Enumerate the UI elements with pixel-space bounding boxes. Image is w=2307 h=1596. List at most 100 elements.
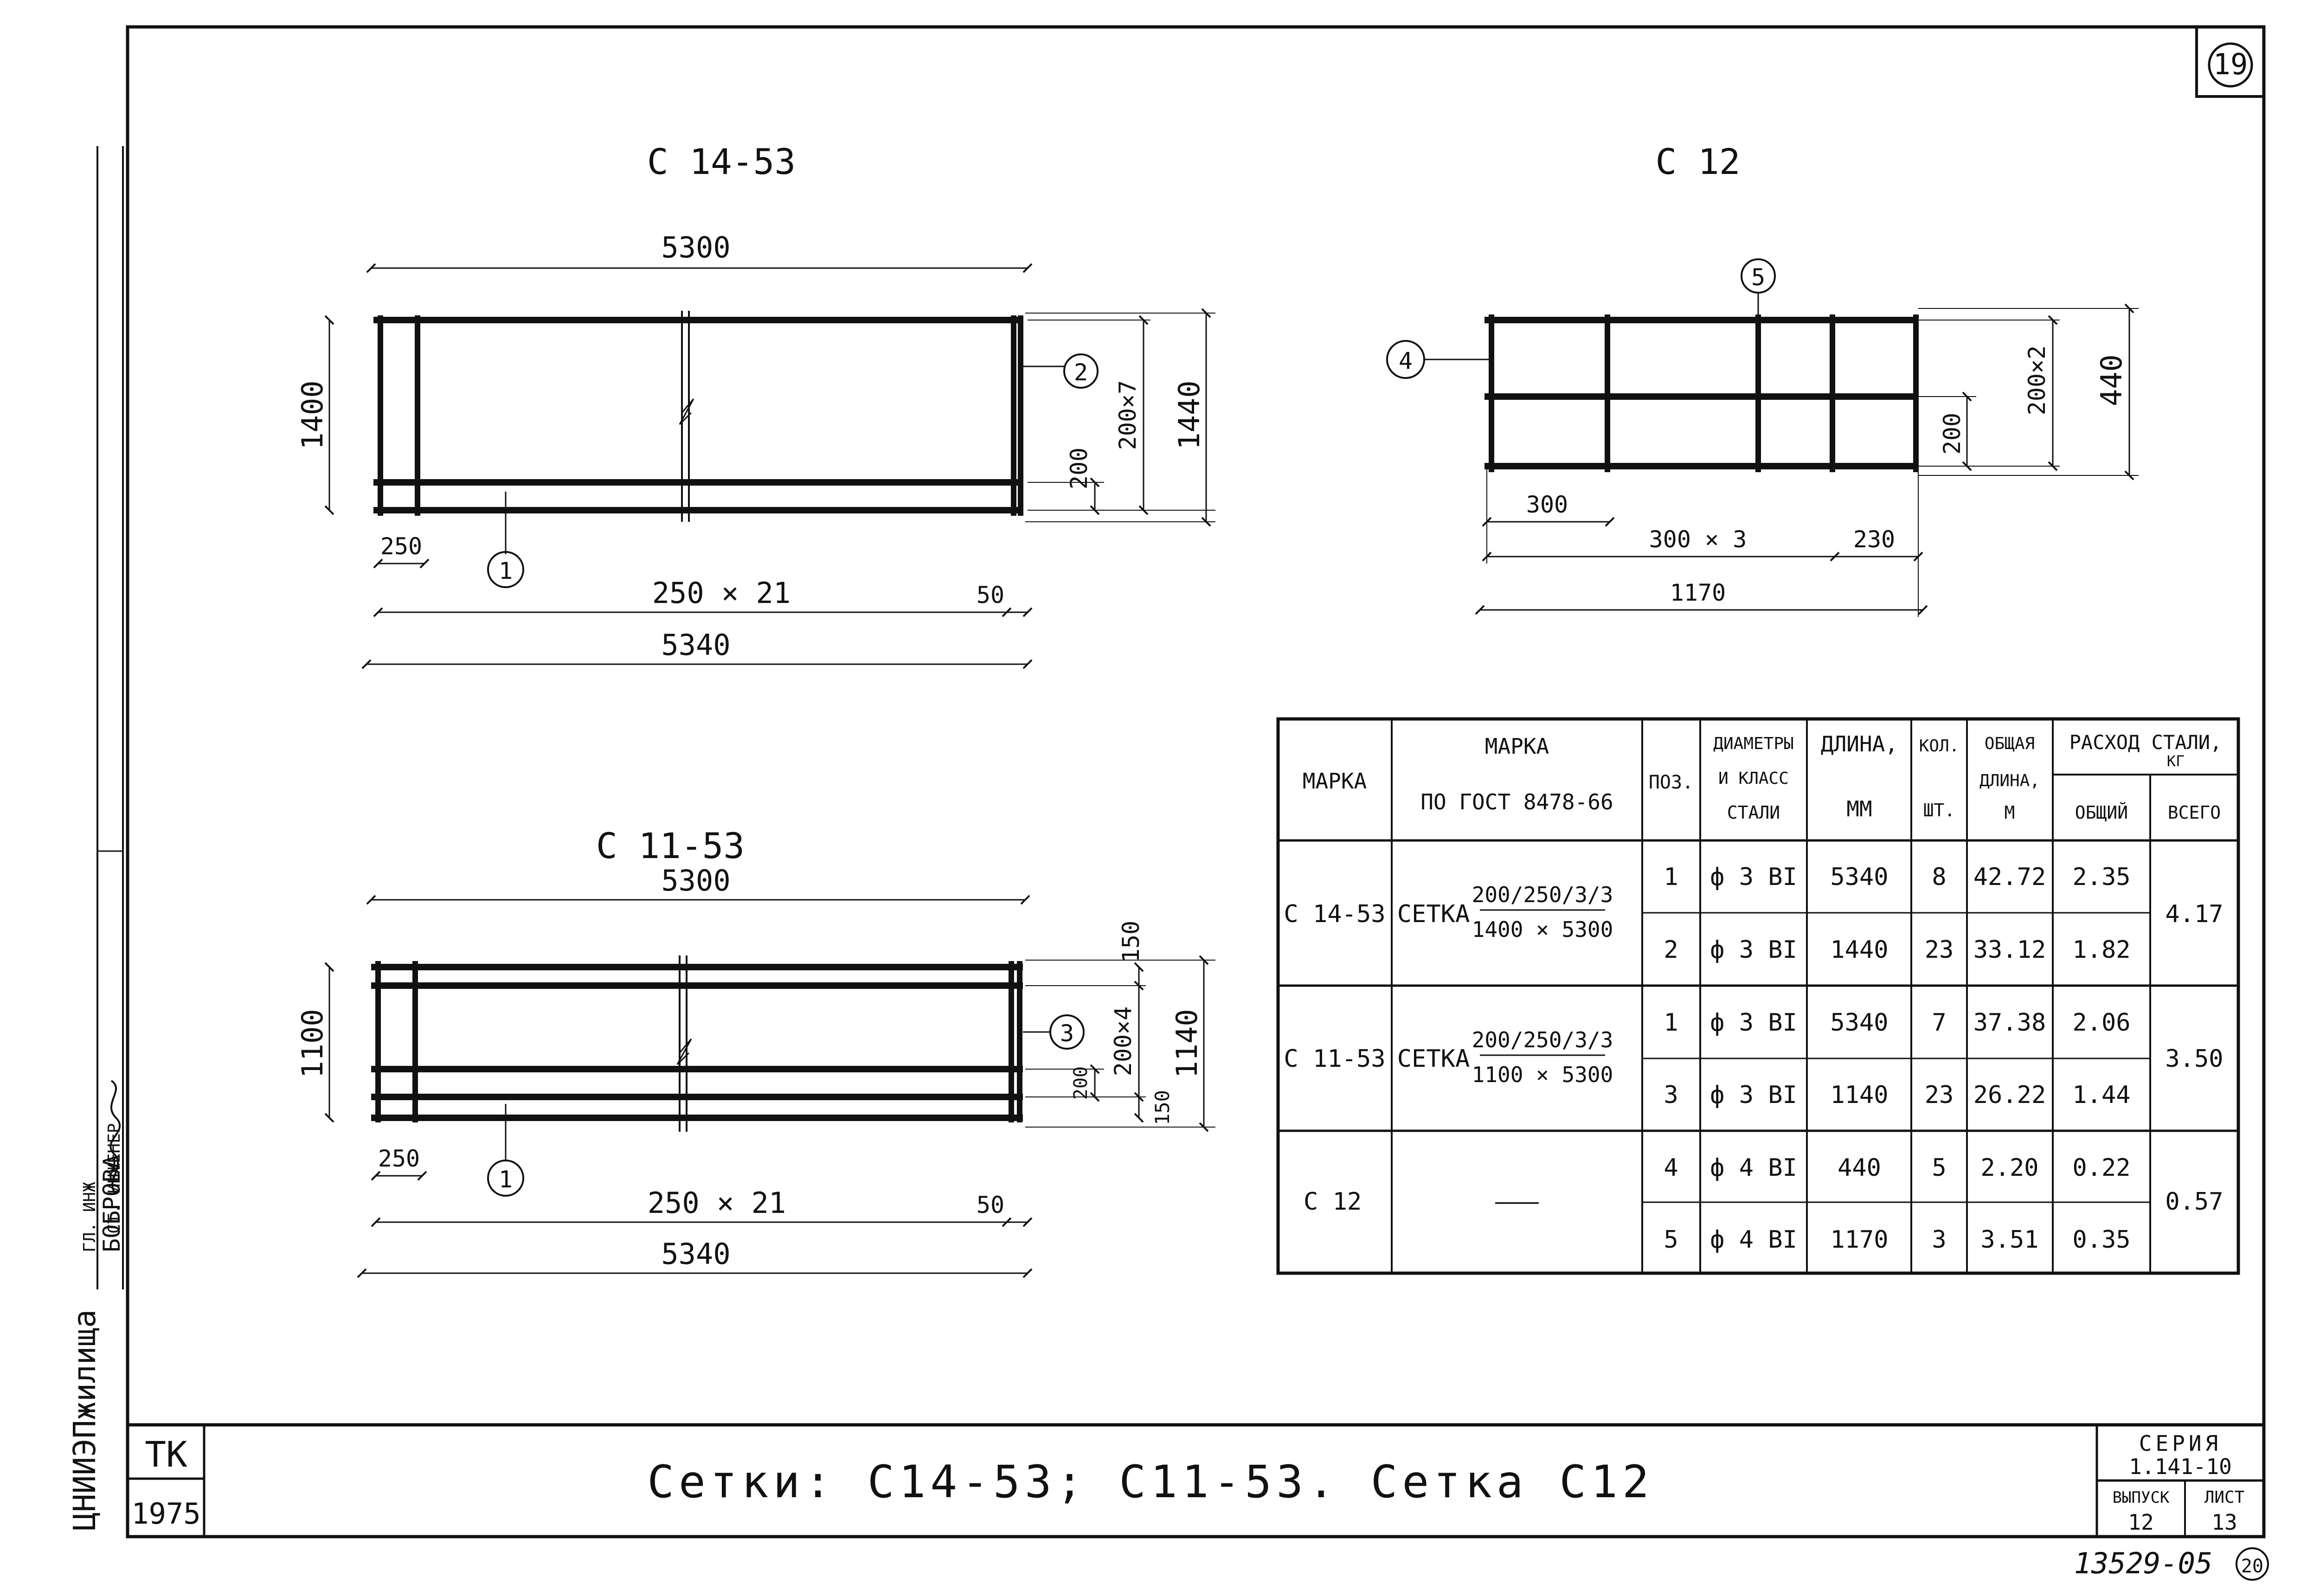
svg-text:РАСХОД СТАЛИ,: РАСХОД СТАЛИ,	[2069, 731, 2222, 754]
dim-300x3: 300 × 3	[1649, 526, 1747, 553]
year: 1975	[131, 1497, 200, 1531]
drawing-title: С 11-53	[596, 825, 745, 866]
dim-200: 200	[1066, 448, 1092, 489]
dim-300: 300	[1526, 491, 1568, 518]
svg-text:1140: 1140	[1830, 1081, 1888, 1109]
svg-text:7: 7	[1932, 1009, 1946, 1037]
tk-mark: ТК	[145, 1434, 187, 1475]
svg-text:ДЛИНА,: ДЛИНА,	[1821, 731, 1898, 756]
svg-text:1440: 1440	[1830, 936, 1888, 964]
svg-text:5340: 5340	[1830, 1009, 1888, 1037]
sheet-value: 13	[2211, 1510, 2237, 1535]
dim-250x21: 250 × 21	[652, 576, 791, 610]
svg-text:ММ: ММ	[1846, 796, 1872, 821]
svg-text:5: 5	[1664, 1226, 1678, 1254]
svg-text:23: 23	[1925, 1081, 1954, 1109]
drawing-title: С 14-53	[647, 141, 796, 182]
row-gost-den: 1400 × 5300	[1472, 917, 1613, 942]
svg-text:МАРКА: МАРКА	[1485, 734, 1549, 759]
row-gost-prefix: СЕТКА	[1397, 900, 1470, 928]
dim-200x2: 200×2	[2024, 346, 2050, 416]
drawing-c1153-labels: 5300 1100 250 250 × 21 50 5340 150 200 2…	[296, 864, 1204, 1271]
dim-1100: 1100	[296, 1009, 329, 1078]
svg-text:8: 8	[1932, 863, 1946, 891]
archive-circle: 20	[2241, 1556, 2263, 1577]
position-marker: 3	[1060, 1020, 1074, 1047]
svg-text:3: 3	[1932, 1226, 1946, 1254]
svg-text:ф 3 ВI: ф 3 ВI	[1710, 1081, 1797, 1109]
row-marka: С 12	[1304, 1188, 1362, 1216]
title-block: ТК 1975 Сетки: С14-53; С11-53. Сетка С12…	[131, 1431, 2244, 1535]
issue-value: 12	[2128, 1510, 2153, 1535]
svg-text:1170: 1170	[1830, 1226, 1888, 1254]
svg-text:ПО ГОСТ 8478-66: ПО ГОСТ 8478-66	[1420, 789, 1613, 814]
svg-text:2.35: 2.35	[2072, 863, 2130, 891]
svg-text:ДЛИНА,: ДЛИНА,	[1979, 771, 2040, 790]
spec-table-body: С 14-53 СЕТКА 200/250/3/3 1400 × 5300 4.…	[1284, 863, 2223, 1254]
spec-table-grid	[1276, 717, 2240, 1275]
svg-text:5340: 5340	[1830, 863, 1888, 891]
approver-role-1: ГЛ. ИНЖ	[80, 1182, 99, 1252]
sheet-label: ЛИСТ	[2204, 1488, 2245, 1507]
drawing-title: С 12	[1655, 141, 1740, 182]
dim-200x4: 200×4	[1110, 1006, 1137, 1077]
svg-text:2.06: 2.06	[2072, 1009, 2130, 1037]
svg-text:КОЛ.: КОЛ.	[1919, 737, 1960, 756]
svg-text:И КЛАСС: И КЛАСС	[1718, 769, 1789, 788]
svg-text:23: 23	[1925, 936, 1954, 964]
sheet-title: Сетки: С14-53; С11-53. Сетка С12	[647, 1456, 1654, 1508]
drawing-c12: С 12	[1386, 141, 2139, 617]
svg-text:КГ: КГ	[2167, 752, 2185, 770]
position-marker: 2	[1074, 359, 1088, 386]
svg-text:26.22: 26.22	[1973, 1081, 2046, 1109]
svg-text:ф 3 ВI: ф 3 ВI	[1710, 936, 1797, 964]
svg-text:ф 3 ВI: ф 3 ВI	[1710, 1009, 1797, 1037]
position-marker: 4	[1399, 347, 1413, 374]
row-gost-prefix: СЕТКА	[1397, 1045, 1470, 1073]
svg-text:2: 2	[1664, 936, 1678, 964]
svg-text:3.51: 3.51	[1980, 1226, 2038, 1254]
svg-text:1: 1	[1664, 863, 1678, 891]
row-gost-num: 200/250/3/3	[1472, 1027, 1613, 1052]
signature	[109, 1080, 121, 1195]
svg-text:ДИАМЕТРЫ: ДИАМЕТРЫ	[1713, 734, 1793, 753]
row-gost-den: ———	[1495, 1188, 1539, 1216]
dim-5340: 5340	[661, 628, 730, 662]
archive-number: 13529-05	[2074, 1546, 2213, 1580]
svg-text:ф 3 ВI: ф 3 ВI	[1710, 863, 1797, 891]
dim-250: 250	[378, 1145, 420, 1172]
dim-5340: 5340	[661, 1237, 730, 1271]
svg-text:42.72: 42.72	[1973, 863, 2046, 891]
dim-200: 200	[1070, 1066, 1092, 1100]
bottom-stamp: 13529-05 20	[2074, 1546, 2269, 1581]
left-strip: БОБРОВА СТ. ИНЖЕНЕР ГЛ. ИНЖ ЦНИИЭПжилища	[67, 146, 125, 1531]
row-total: 0.57	[2165, 1188, 2223, 1216]
svg-text:0.22: 0.22	[2072, 1154, 2130, 1182]
position-marker: 5	[1751, 264, 1765, 291]
svg-text:33.12: 33.12	[1973, 936, 2046, 964]
svg-text:2.20: 2.20	[1980, 1154, 2038, 1182]
dim-1400: 1400	[296, 380, 329, 449]
org-name: ЦНИИЭПжилища	[67, 1309, 103, 1531]
dim-1440: 1440	[1172, 380, 1206, 449]
svg-text:МАРКА: МАРКА	[1303, 769, 1367, 794]
dim-1170: 1170	[1670, 579, 1726, 606]
svg-text:5: 5	[1932, 1154, 1946, 1182]
svg-text:0.35: 0.35	[2072, 1226, 2130, 1254]
row-total: 3.50	[2165, 1045, 2223, 1073]
svg-text:ШТ.: ШТ.	[1923, 800, 1955, 820]
sheet-number: 19	[2208, 42, 2253, 88]
drawing-c12-labels: 5 4 300 300 × 3 230 1170 200 200×2 440	[1399, 264, 2128, 606]
dim-150-bottom: 150	[1151, 1090, 1174, 1125]
svg-text:1.82: 1.82	[2072, 936, 2130, 964]
drawing-c1153: С 11-53	[324, 825, 1215, 1278]
row-total: 4.17	[2165, 900, 2223, 928]
svg-text:440: 440	[1838, 1154, 1881, 1182]
svg-text:ф 4 ВI: ф 4 ВI	[1710, 1226, 1797, 1254]
position-marker: 1	[499, 1166, 513, 1193]
spec-table-header: МАРКА МАРКА ПО ГОСТ 8478-66 ПОЗ. ДИАМЕТР…	[1303, 731, 2222, 823]
dim-200x7: 200×7	[1114, 380, 1141, 450]
issue-label: ВЫПУСК	[2113, 1488, 2170, 1507]
svg-text:М: М	[2005, 802, 2015, 823]
dim-440: 440	[2095, 354, 2128, 406]
